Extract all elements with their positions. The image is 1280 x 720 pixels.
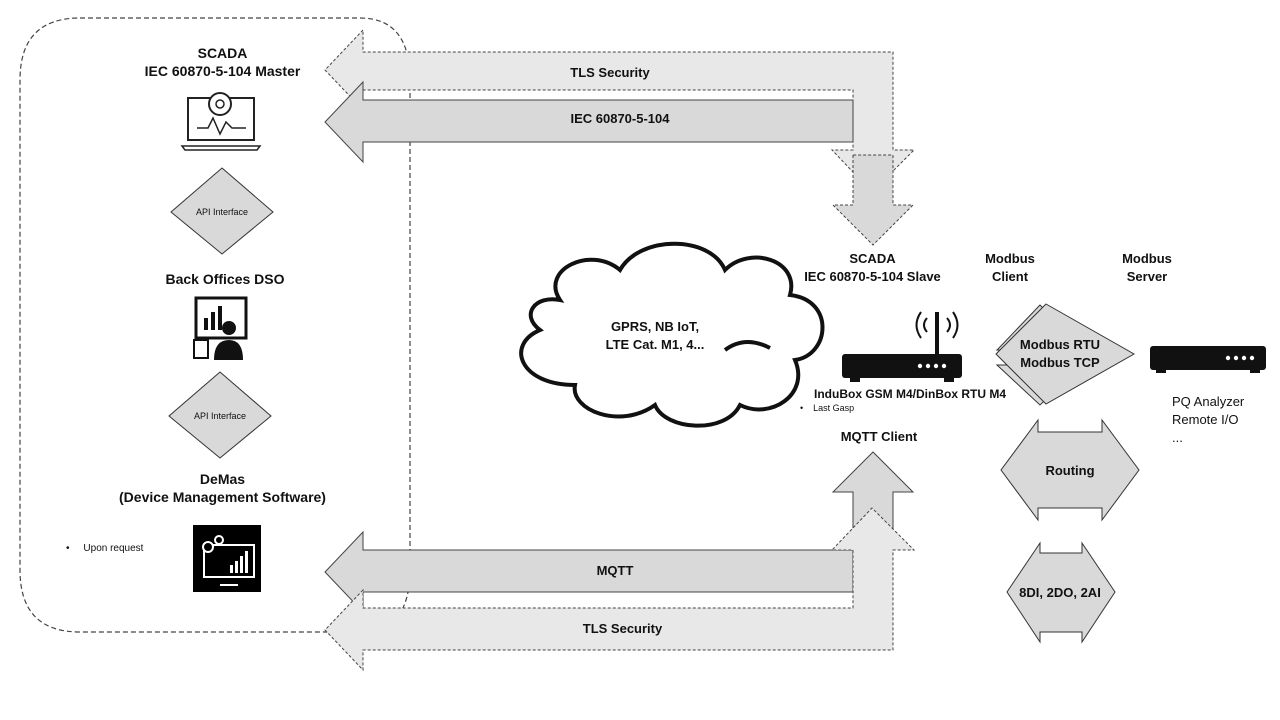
pq-line1: PQ Analyzer [1172, 394, 1245, 409]
scada-slave-subtitle: IEC 60870-5-104 Slave [804, 269, 941, 284]
modbus-protocols-line1: Modbus RTU [1019, 337, 1101, 352]
api-interface-bottom-diamond [168, 371, 272, 459]
router-device-icon [842, 311, 962, 382]
modbus-protocols-label: Modbus RTU Modbus TCP [1005, 336, 1115, 372]
scada-slave-title: SCADA [849, 251, 896, 266]
upon-request-note: • Upon request [66, 543, 144, 554]
io-arrow [1006, 541, 1116, 644]
modbus-client-line1: Modbus [985, 251, 1035, 266]
scada-slave-label: SCADA IEC 60870-5-104 Slave [780, 250, 965, 286]
modbus-protocols-wide [995, 303, 1136, 405]
pq-label: PQ Analyzer Remote I/O ... [1172, 393, 1272, 447]
pq-analyzer-device-icon [1150, 346, 1266, 373]
io-label: 8DI, 2DO, 2AI [1019, 585, 1101, 600]
pq-line3: ... [1172, 430, 1183, 445]
scada-master-label: SCADA IEC 60870-5-104 Master [120, 44, 325, 80]
iec-down-arrow [831, 154, 915, 246]
tls-bottom-label: TLS Security [582, 621, 663, 636]
routing-arrow [1000, 418, 1140, 522]
api-interface-top-diamond [170, 167, 274, 255]
demas-title: DeMas [199, 471, 246, 487]
cloud-label: GPRS, NB IoT, LTE Cat. M1, 4... [590, 318, 720, 354]
mqtt-client-label: MQTT Client [840, 429, 918, 444]
upon-request-text: Upon request [83, 543, 144, 554]
device-name-label: InduBox GSM M4/DinBox RTU M4 [814, 387, 1006, 401]
back-offices-label: Back Offices DSO [165, 271, 285, 287]
modbus-server-label: Modbus Server [1107, 250, 1187, 286]
scada-master-title: SCADA [197, 45, 248, 61]
demas-label: DeMas (Device Management Software) [100, 470, 345, 506]
api-interface-top-label: API Interface [195, 207, 249, 217]
iec-arrow [324, 80, 854, 164]
modbus-client-line2: Client [991, 269, 1029, 284]
pq-line2: Remote I/O [1172, 412, 1239, 427]
last-gasp-text: Last Gasp [813, 403, 855, 413]
cloud-network [519, 241, 825, 428]
api-interface-bottom-label: API Interface [193, 411, 247, 421]
tls-bottom-arrow [324, 507, 916, 672]
demas-subtitle: (Device Management Software) [119, 489, 326, 505]
modbus-server-line1: Modbus [1122, 251, 1172, 266]
last-gasp-note: • Last Gasp [800, 403, 855, 413]
mqtt-arrow [324, 530, 854, 614]
mqtt-label: MQTT [596, 563, 634, 578]
iec-label: IEC 60870-5-104 [570, 111, 670, 126]
laptop-gear-icon [180, 92, 262, 151]
scada-master-subtitle: IEC 60870-5-104 Master [144, 63, 301, 79]
routing-label: Routing [1045, 463, 1095, 478]
tls-top-label: TLS Security [570, 65, 650, 80]
modbus-client-label: Modbus Client [970, 250, 1050, 286]
cloud-line1: GPRS, NB IoT, [610, 319, 700, 334]
dso-presentation-icon [193, 296, 248, 360]
back-office-container [19, 17, 411, 633]
modbus-server-line2: Server [1126, 269, 1168, 284]
modbus-protocols-line2: Modbus TCP [1020, 355, 1100, 370]
demas-monitor-icon [193, 525, 261, 592]
cloud-line2: LTE Cat. M1, 4... [605, 337, 705, 352]
